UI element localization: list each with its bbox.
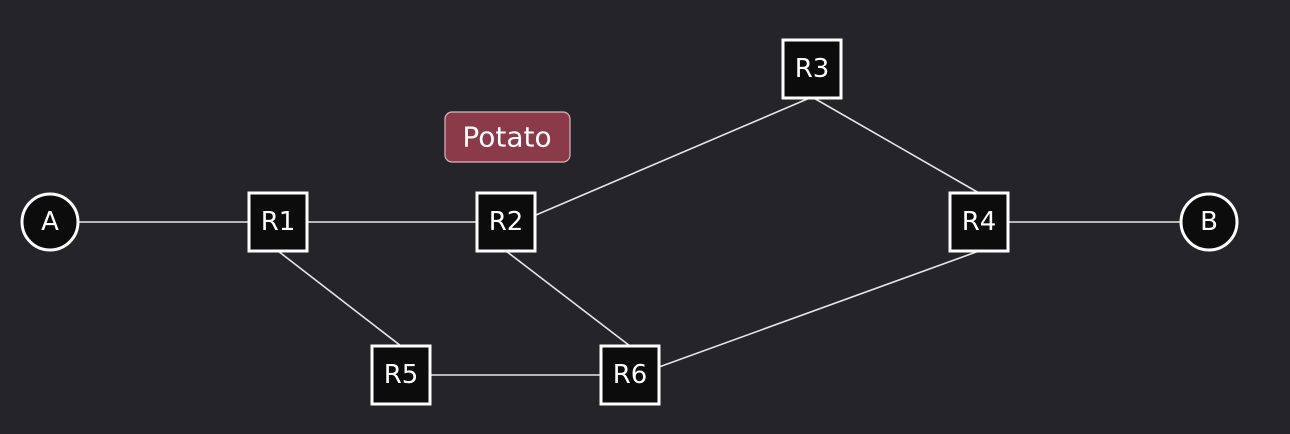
potato-tag-label: Potato xyxy=(462,121,551,154)
node-r2[interactable]: R2 xyxy=(475,191,537,253)
edge-r6-r4 xyxy=(658,250,980,368)
node-r6-label: R6 xyxy=(613,360,648,390)
edges xyxy=(79,96,1181,376)
potato-tag[interactable]: Potato xyxy=(444,111,571,163)
edge-r2-r6 xyxy=(505,250,631,347)
node-b-circle xyxy=(1179,192,1239,252)
node-r2-box xyxy=(475,191,537,253)
node-r4-label: R4 xyxy=(962,207,997,237)
edge-r2-r3 xyxy=(535,96,813,216)
node-r6[interactable]: R6 xyxy=(599,344,661,406)
node-r6-box xyxy=(599,344,661,406)
node-r5-label: R5 xyxy=(384,360,419,390)
node-r3[interactable]: R3 xyxy=(781,38,843,100)
node-r1-box xyxy=(247,191,309,253)
node-r5-box xyxy=(370,344,432,406)
node-b-label: B xyxy=(1200,207,1218,237)
edge-r3-r4 xyxy=(811,96,980,194)
node-r4-box xyxy=(948,191,1010,253)
node-a-label: A xyxy=(41,207,59,237)
node-a-circle xyxy=(20,192,80,252)
node-r3-label: R3 xyxy=(795,54,830,84)
potato-tag-box xyxy=(444,111,571,163)
node-r1-label: R1 xyxy=(261,207,296,237)
node-r1[interactable]: R1 xyxy=(247,191,309,253)
node-b[interactable]: B xyxy=(1179,192,1239,252)
node-a[interactable]: A xyxy=(20,192,80,252)
node-r3-box xyxy=(781,38,843,100)
node-r4[interactable]: R4 xyxy=(948,191,1010,253)
edge-r1-r5 xyxy=(277,250,402,347)
node-r2-label: R2 xyxy=(489,207,524,237)
node-r5[interactable]: R5 xyxy=(370,344,432,406)
